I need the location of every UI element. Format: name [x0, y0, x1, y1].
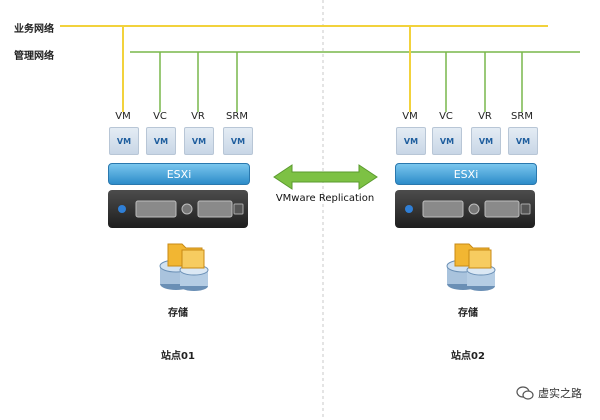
vr-label: VR	[478, 111, 492, 122]
srm-label: SRM	[226, 111, 248, 122]
vm-box[interactable]: VM	[396, 127, 426, 155]
server-icon	[405, 200, 531, 218]
wechat-icon	[516, 386, 534, 400]
vm-box[interactable]: VM	[471, 127, 501, 155]
site-label: 站点01	[161, 351, 195, 362]
vr-label: VR	[191, 111, 205, 122]
vc-label: VC	[439, 111, 453, 122]
server-icon	[118, 200, 244, 218]
vm-box[interactable]: VM	[184, 127, 214, 155]
server-chassis[interactable]	[108, 190, 248, 228]
storage-label: 存储	[168, 308, 188, 319]
watermark: 虚实之路	[516, 385, 582, 401]
storage-icon	[154, 240, 214, 296]
vm-box[interactable]: VM	[223, 127, 253, 155]
site-label: 站点02	[451, 351, 485, 362]
management-network-label: 管理网络	[14, 51, 54, 62]
esxi-bar[interactable]: ESXi	[395, 163, 537, 185]
vm-box[interactable]: VM	[146, 127, 176, 155]
vm-box[interactable]: VM	[432, 127, 462, 155]
vc-label: VC	[153, 111, 167, 122]
srm-label: SRM	[511, 111, 533, 122]
vm-label: VM	[402, 111, 418, 122]
business-network-label: 业务网络	[14, 24, 54, 35]
storage-icon	[441, 240, 501, 296]
replication-label: VMware Replication	[275, 193, 375, 204]
replication-arrow	[273, 164, 378, 190]
vm-label: VM	[115, 111, 131, 122]
storage-label: 存储	[458, 308, 478, 319]
server-chassis[interactable]	[395, 190, 535, 228]
vm-box[interactable]: VM	[508, 127, 538, 155]
vm-box[interactable]: VM	[109, 127, 139, 155]
watermark-text: 虚实之路	[538, 387, 582, 400]
esxi-bar[interactable]: ESXi	[108, 163, 250, 185]
